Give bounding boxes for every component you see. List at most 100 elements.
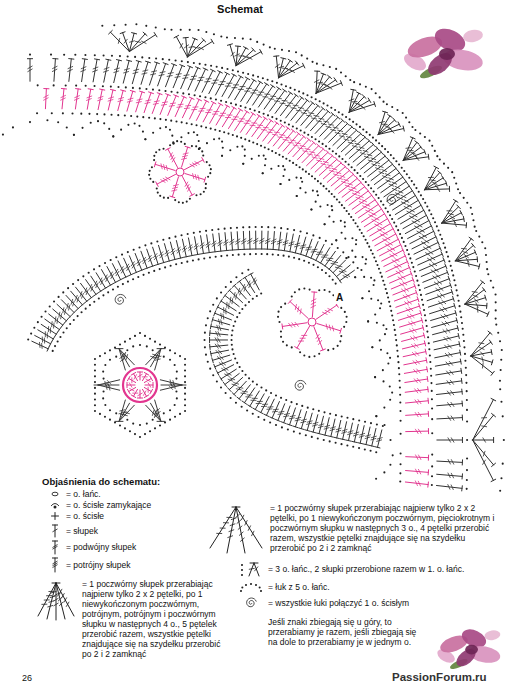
stitch-line <box>45 319 60 330</box>
stitch-line <box>418 412 421 416</box>
stitch-line <box>230 45 236 66</box>
stitch-line <box>444 314 448 317</box>
chain-dot <box>370 187 372 189</box>
stitch-line <box>405 379 428 382</box>
chain-dot <box>260 292 262 294</box>
stitch-line <box>240 118 245 119</box>
stitch-line <box>317 252 322 253</box>
chain-dot <box>231 334 233 336</box>
chain-dot <box>397 355 399 357</box>
stitch-line <box>86 290 88 295</box>
chain-dot <box>306 232 308 234</box>
chain-dot <box>499 490 501 492</box>
stitch-line <box>159 74 164 76</box>
stitch-line <box>224 250 229 251</box>
chain-dot <box>431 407 433 409</box>
stitch-line <box>218 332 220 337</box>
stitch-line <box>459 342 460 347</box>
stitch-line <box>253 248 258 249</box>
chain-dot <box>193 131 195 133</box>
stitch-line <box>51 322 52 327</box>
chain-dot <box>378 142 380 144</box>
stitch-line <box>144 93 151 113</box>
stitch-line <box>476 303 478 308</box>
chain-dot <box>270 168 272 170</box>
chain-dot <box>207 317 209 319</box>
chain-dot <box>284 169 286 171</box>
stitch-line <box>398 171 401 175</box>
stitch-line <box>294 245 299 246</box>
chain-dot <box>429 361 431 363</box>
stitch-line <box>447 381 450 385</box>
stitch-line <box>335 133 340 134</box>
chain-dot <box>389 357 391 359</box>
stitch-line <box>446 181 447 186</box>
chain-dot <box>213 33 215 35</box>
stitch-line <box>462 474 463 479</box>
stitch-line <box>298 143 314 160</box>
stitch-line <box>214 111 219 112</box>
chain-dot <box>287 228 289 230</box>
stitch-line <box>483 451 485 456</box>
stitch-line <box>209 344 211 349</box>
chain-dot <box>436 225 438 227</box>
stitch-line <box>189 46 194 48</box>
chain-dot <box>431 432 433 434</box>
stitch-line <box>417 378 420 382</box>
stitch-line <box>432 320 457 327</box>
stitch-line <box>398 277 402 280</box>
chain-dot <box>378 197 380 199</box>
stitch-line <box>207 252 212 254</box>
chain-dot <box>274 48 276 50</box>
stitch-line <box>216 371 218 376</box>
chain-dot <box>205 354 207 356</box>
stitch-line <box>446 329 450 333</box>
stitch-line <box>298 107 303 109</box>
stitch-line <box>149 63 157 85</box>
stitch-line <box>432 182 437 184</box>
stitch-line <box>180 44 183 48</box>
stitch-line <box>161 104 166 106</box>
chain-dot <box>156 240 158 242</box>
stitch-line <box>98 96 103 98</box>
chain-dot <box>172 142 174 144</box>
chain-dot <box>321 269 323 271</box>
stitch-line <box>230 242 234 245</box>
stitch-line <box>217 357 221 360</box>
stitch-line <box>457 205 461 209</box>
stitch-line <box>362 95 366 99</box>
stitch-line <box>341 134 361 152</box>
stitch-line <box>368 139 371 143</box>
stitch-line <box>442 201 456 223</box>
stitch-line <box>221 320 222 325</box>
chain-dot <box>220 291 222 293</box>
stitch-line <box>414 242 438 254</box>
chain-dot <box>361 297 363 299</box>
stitch-line <box>385 237 389 240</box>
stitch-line <box>446 362 449 366</box>
stitch-line <box>276 249 281 251</box>
chain-dot <box>431 454 433 456</box>
stitch-line <box>44 88 49 89</box>
stitch-line <box>182 96 187 98</box>
chain-dot <box>341 204 343 206</box>
stitch-line <box>487 312 489 317</box>
stitch-line <box>323 163 341 179</box>
stitch-line <box>61 98 66 100</box>
stitch-line <box>378 116 390 135</box>
stitch-line <box>416 360 419 364</box>
chain-dot <box>325 240 327 242</box>
chain-dot <box>305 191 307 193</box>
chain-dot <box>59 336 61 338</box>
chain-dot <box>295 177 297 179</box>
chain-dot <box>148 272 150 274</box>
stitch-line <box>176 73 181 75</box>
stitch-line <box>189 255 194 256</box>
stitch-line <box>81 67 86 69</box>
stitch-line <box>235 78 248 99</box>
stitch-line <box>392 227 395 231</box>
chain-dot <box>262 172 264 174</box>
chain-dot <box>103 113 105 115</box>
stitch-line <box>422 235 426 238</box>
stitch-line <box>425 349 426 354</box>
